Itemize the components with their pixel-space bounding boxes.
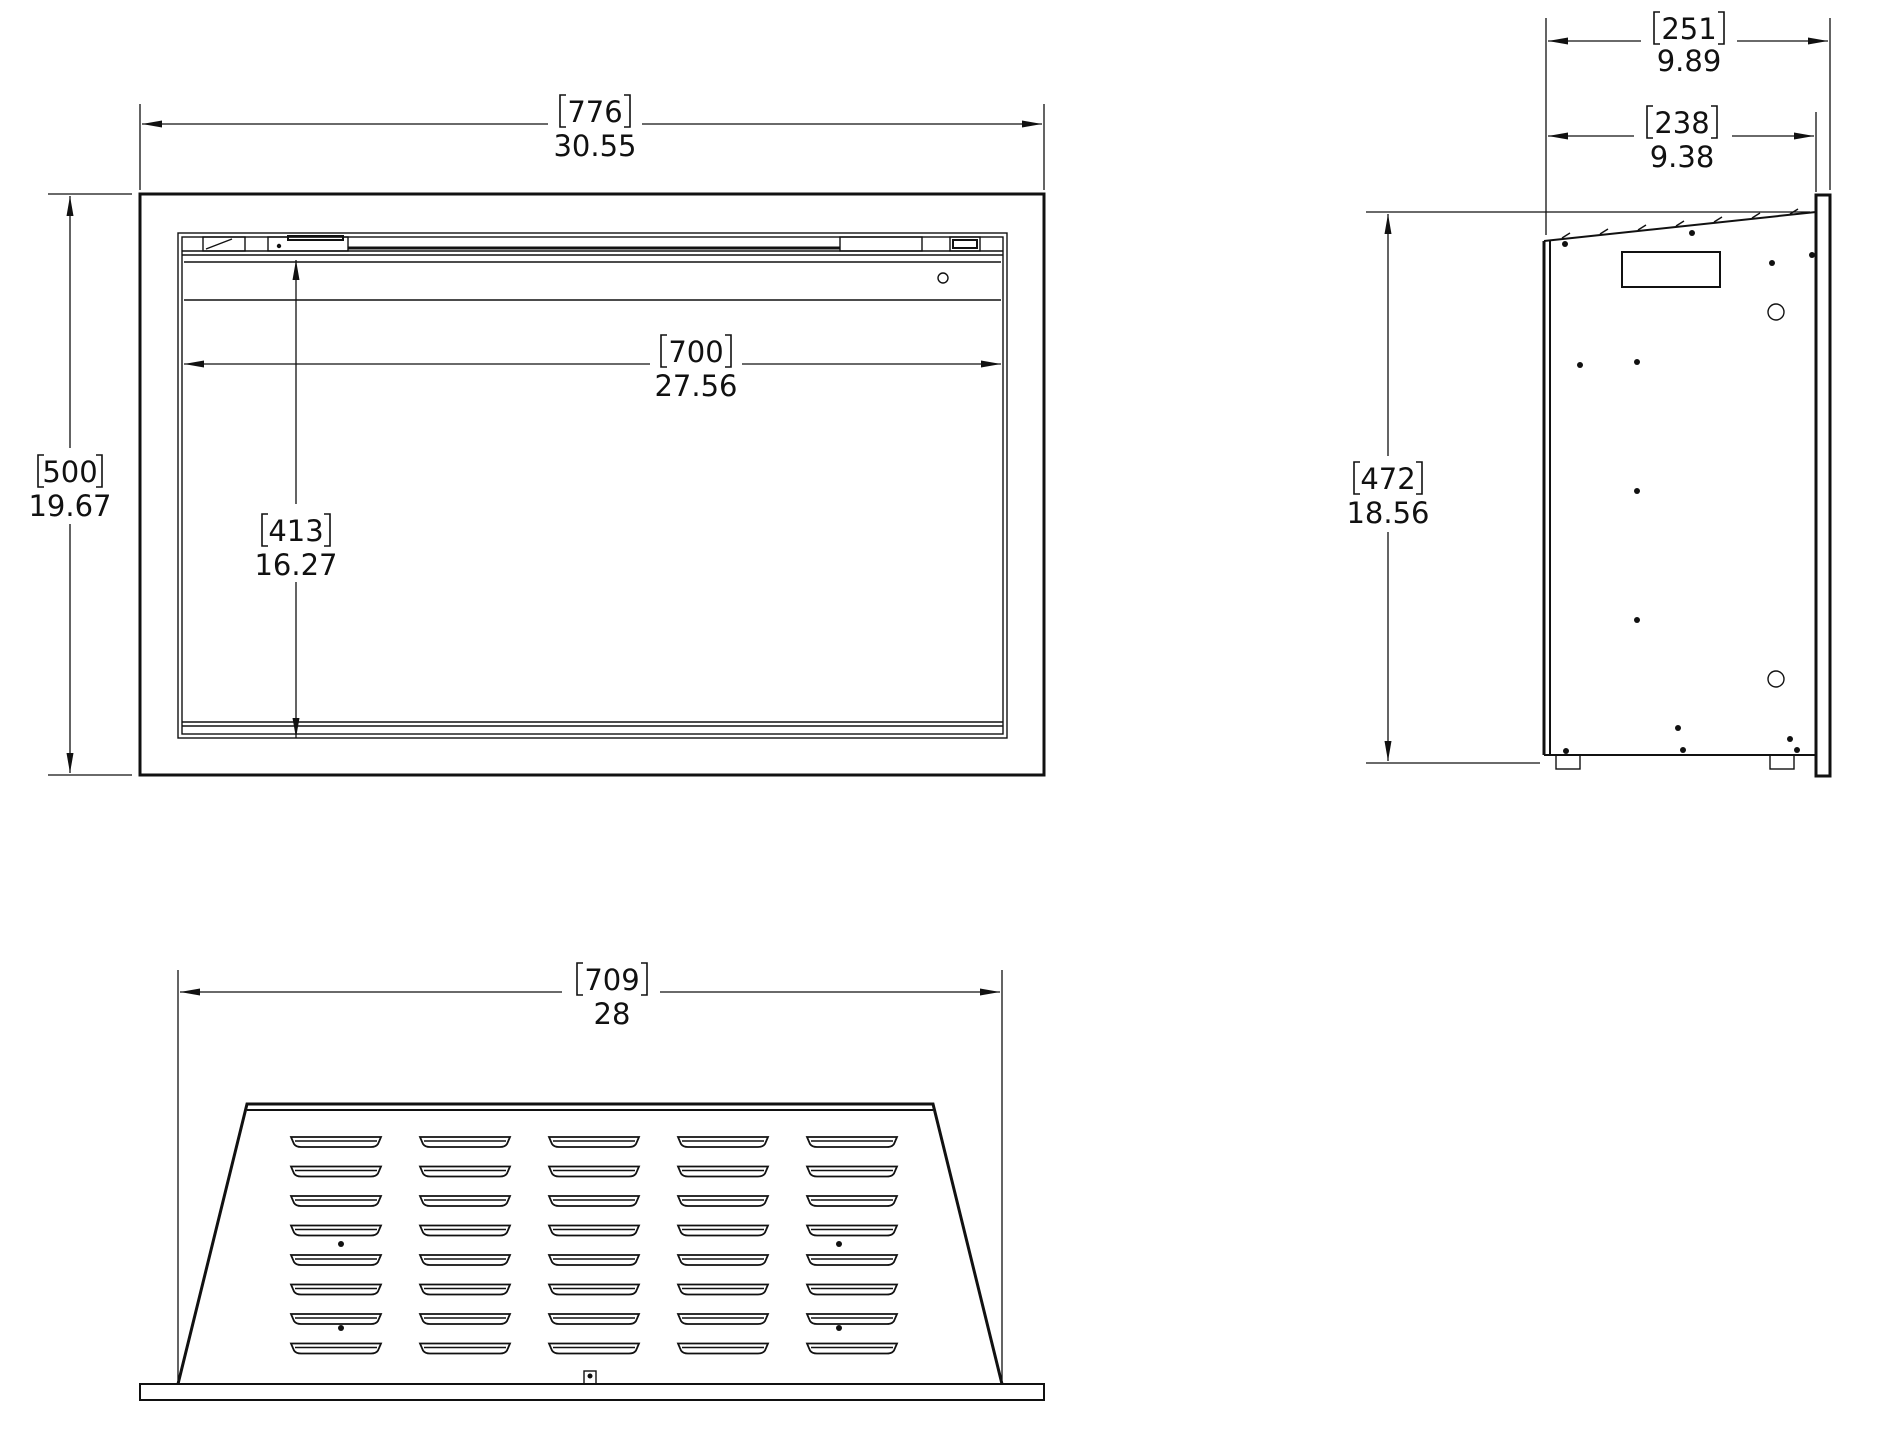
vent-slot [676,1342,770,1355]
overall-depth-imperial: 9.89 [1657,44,1722,78]
side-rating-label [1621,251,1721,288]
vent-slot [676,1165,770,1178]
vent-slot [289,1342,383,1355]
dim-top-body-width: 709 28 [177,962,1003,1380]
vent-slot [676,1195,770,1207]
opening-width-imperial: 27.56 [654,369,737,403]
control-strip [182,235,1003,301]
front-inner-frame [177,232,1008,739]
vent-slot [547,1195,641,1207]
dim-body-height: 472 18.56 [1346,211,1810,764]
vent-slot [418,1254,512,1266]
overall-depth-metric: 251 [1661,12,1716,46]
vent-slot [805,1136,899,1148]
body-depth-metric: 238 [1654,106,1709,140]
vent-slot [805,1254,899,1266]
vent-slot [805,1165,899,1178]
side-view [1542,193,1832,778]
opening-width-metric: 700 [668,335,723,369]
vent-slot [289,1195,383,1207]
body-depth-imperial: 9.38 [1650,140,1715,174]
front-view [138,192,1046,777]
front-outer-frame [138,192,1046,777]
dim-body-depth: 238 9.38 [1548,105,1817,192]
top-front-plate [139,1383,1045,1401]
vent-slot [289,1224,383,1237]
front-indicator-icon [937,272,949,284]
vent-slot [676,1254,770,1266]
top-body-outline [176,1102,1004,1385]
dim-overall-height: 500 19.67 [28,193,132,776]
vent-slot [676,1136,770,1148]
vent-slot [289,1313,383,1325]
dim-opening-width: 700 27.56 [184,334,1001,403]
vent-slot [805,1224,899,1237]
vent-slot [289,1136,383,1148]
vent-slot [418,1195,512,1207]
overall-width-imperial: 30.55 [553,129,636,163]
vent-slot [418,1313,512,1325]
vent-slot [547,1342,641,1355]
vent-slot [547,1136,641,1148]
dim-overall-width: 776 30.55 [139,94,1045,190]
overall-height-metric: 500 [42,455,97,489]
vent-slot [547,1313,641,1325]
vent-slot [418,1165,512,1178]
dim-opening-height: 413 16.27 [254,260,338,738]
vent-slot [676,1283,770,1296]
vent-slot [289,1165,383,1178]
vent-slot [547,1165,641,1178]
vent-slot [418,1224,512,1237]
body-height-imperial: 18.56 [1346,496,1429,530]
top-body-width-imperial: 28 [594,997,631,1031]
body-height-metric: 472 [1360,462,1415,496]
vent-slot [547,1254,641,1266]
top-view [139,1102,1045,1401]
overall-width-metric: 776 [567,95,622,129]
vent-slot [289,1254,383,1266]
vent-slot [418,1283,512,1296]
side-front-plate [1814,193,1832,778]
vent-slot [805,1195,899,1207]
opening-height-imperial: 16.27 [254,548,337,582]
vent-slot [418,1136,512,1148]
vent-slot [418,1342,512,1355]
vent-slot [805,1313,899,1325]
vent-slot [547,1283,641,1296]
vent-slot-grid [289,1136,899,1355]
vent-slot [547,1224,641,1237]
dim-overall-depth: 251 9.89 [1545,11,1831,235]
vent-slot [289,1283,383,1296]
vent-slot [805,1342,899,1355]
overall-height-imperial: 19.67 [28,489,111,523]
vent-slot [805,1283,899,1296]
vent-slot [676,1313,770,1325]
vent-slot [676,1224,770,1237]
top-body-width-metric: 709 [584,963,639,997]
opening-height-metric: 413 [268,514,323,548]
